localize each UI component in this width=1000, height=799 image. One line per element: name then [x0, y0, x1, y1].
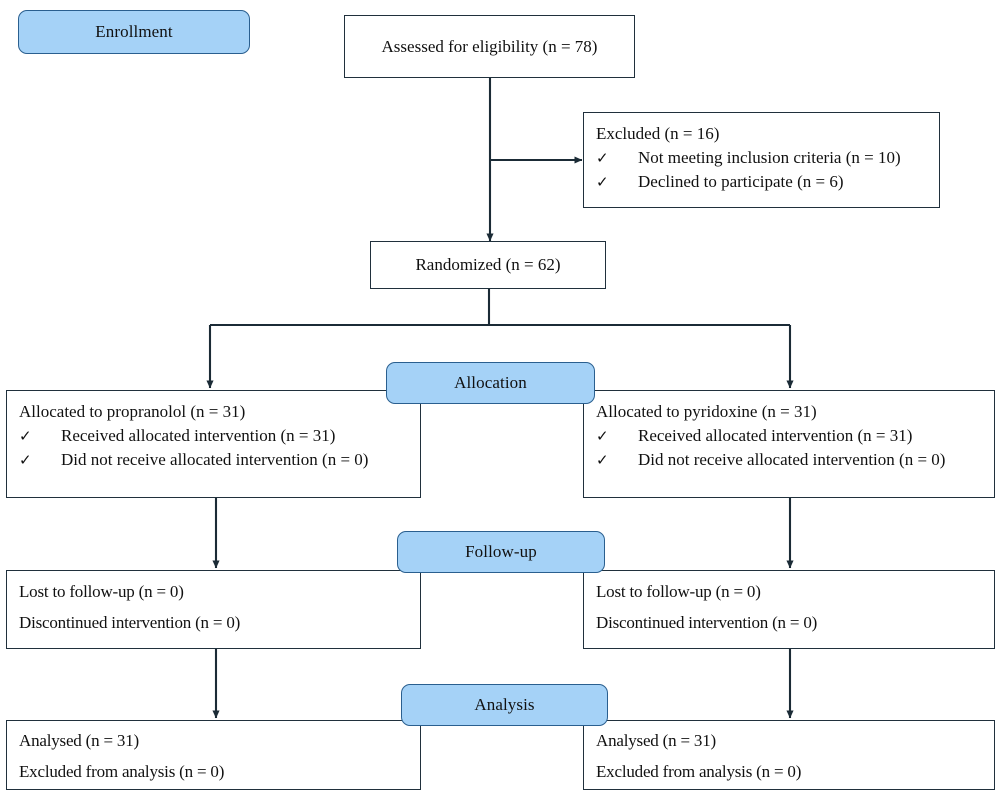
stage-label-enrollment: Enrollment — [95, 22, 173, 41]
check-icon: ✓ — [19, 451, 32, 470]
box-allocation-right: Allocated to pyridoxine (n = 31) ✓ Recei… — [583, 390, 995, 498]
followup-right-line-2: Discontinued intervention (n = 0) — [596, 612, 818, 632]
allocation-right-item-label: Did not receive allocated intervention (… — [638, 450, 946, 470]
analysis-right-line-2: Excluded from analysis (n = 0) — [596, 761, 802, 781]
allocation-right-title: Allocated to pyridoxine (n = 31) — [596, 402, 817, 421]
assessed-text: Assessed for eligibility (n = 78) — [381, 36, 598, 56]
allocation-right-item: ✓ Did not receive allocated intervention… — [596, 448, 982, 472]
check-icon: ✓ — [596, 149, 609, 168]
randomized-text: Randomized (n = 62) — [415, 255, 561, 275]
allocation-left-item: ✓ Did not receive allocated intervention… — [19, 448, 408, 472]
allocation-left-item-label: Received allocated intervention (n = 31) — [61, 426, 336, 446]
check-icon: ✓ — [596, 427, 609, 446]
box-analysis-left: Analysed (n = 31) Excluded from analysis… — [6, 720, 421, 790]
box-allocation-left: Allocated to propranolol (n = 31) ✓ Rece… — [6, 390, 421, 498]
allocation-left-item-label: Did not receive allocated intervention (… — [61, 450, 369, 470]
excluded-item-label: Declined to participate (n = 6) — [638, 172, 844, 192]
allocation-right-item-label: Received allocated intervention (n = 31) — [638, 426, 913, 446]
allocation-left-title: Allocated to propranolol (n = 31) — [19, 402, 246, 421]
excluded-item-label: Not meeting inclusion criteria (n = 10) — [638, 148, 901, 168]
followup-left-line-2: Discontinued intervention (n = 0) — [19, 612, 241, 632]
check-icon: ✓ — [19, 427, 32, 446]
stage-label-analysis: Analysis — [474, 695, 535, 714]
allocation-right-item: ✓ Received allocated intervention (n = 3… — [596, 424, 982, 448]
box-followup-left: Lost to follow-up (n = 0) Discontinued i… — [6, 570, 421, 649]
allocation-left-item: ✓ Received allocated intervention (n = 3… — [19, 424, 408, 448]
analysis-right-line-1: Analysed (n = 31) — [596, 731, 716, 750]
stage-pill-enrollment: Enrollment — [18, 10, 250, 54]
box-assessed-for-eligibility: Assessed for eligibility (n = 78) — [344, 15, 635, 78]
box-randomized: Randomized (n = 62) — [370, 241, 606, 289]
box-followup-right: Lost to follow-up (n = 0) Discontinued i… — [583, 570, 995, 649]
box-analysis-right: Analysed (n = 31) Excluded from analysis… — [583, 720, 995, 790]
stage-label-allocation: Allocation — [454, 373, 527, 392]
box-excluded: Excluded (n = 16) ✓ Not meeting inclusio… — [583, 112, 940, 208]
stage-pill-followup: Follow-up — [397, 531, 605, 573]
followup-right-line-1: Lost to follow-up (n = 0) — [596, 582, 761, 601]
check-icon: ✓ — [596, 173, 609, 192]
stage-label-followup: Follow-up — [465, 542, 537, 561]
check-icon: ✓ — [596, 451, 609, 470]
excluded-item: ✓ Declined to participate (n = 6) — [596, 170, 927, 194]
excluded-title: Excluded (n = 16) — [596, 124, 720, 143]
analysis-left-line-2: Excluded from analysis (n = 0) — [19, 761, 225, 781]
followup-left-line-1: Lost to follow-up (n = 0) — [19, 582, 184, 601]
analysis-left-line-1: Analysed (n = 31) — [19, 731, 139, 750]
stage-pill-analysis: Analysis — [401, 684, 608, 726]
excluded-item: ✓ Not meeting inclusion criteria (n = 10… — [596, 146, 927, 170]
stage-pill-allocation: Allocation — [386, 362, 595, 404]
